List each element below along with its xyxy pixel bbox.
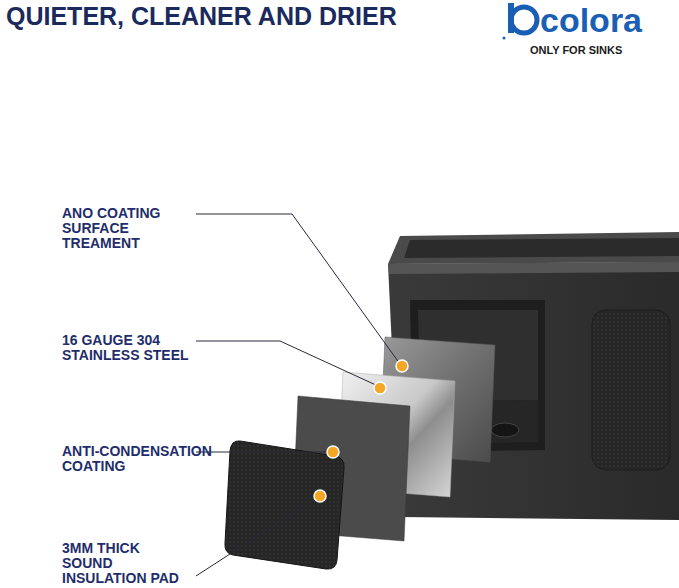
callout-label: 3MM THICK SOUND INSULATION PAD [62,541,194,586]
brand-tagline: ONLY FOR SINKS [530,43,670,57]
title: QUIETER, CLEANER AND DRIER [6,2,397,31]
logo-icon [503,3,538,40]
insulation-pad [225,441,344,569]
callout-label: ANTI-CONDENSATION COATING [62,444,222,474]
brand-name: colora [540,0,675,40]
callout-label: 16 GAUGE 304 STAINLESS STEEL [62,333,194,363]
callout-label: ANO COATING SURFACE TREAMENT [62,206,194,251]
leader-lines [196,214,400,576]
callout-dots [314,360,408,502]
